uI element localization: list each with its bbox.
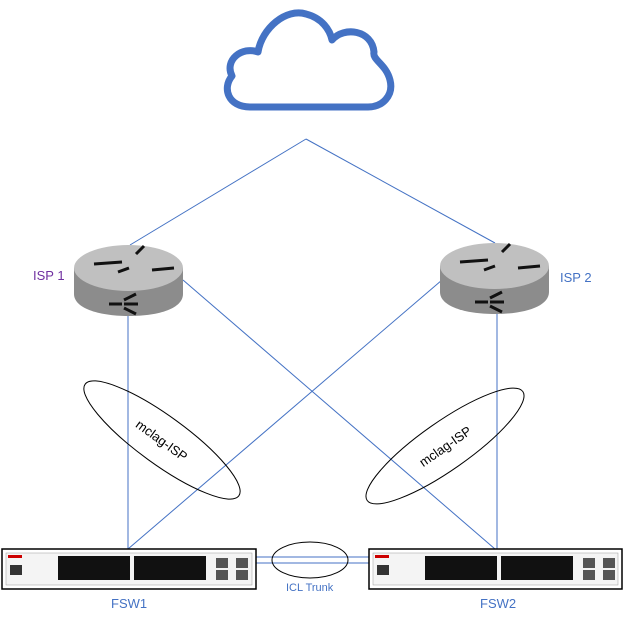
link-isp2-fsw1 <box>127 279 443 550</box>
isp1-label: ISP 1 <box>33 268 65 283</box>
link-cloud-isp1 <box>129 138 307 246</box>
isp2-label: ISP 2 <box>560 270 592 285</box>
icl-trunk-label: ICL Trunk <box>286 582 334 594</box>
mclag-right-ellipse <box>365 387 525 505</box>
links <box>127 138 498 564</box>
link-cloud-isp2 <box>305 138 496 244</box>
switch-icon <box>1 548 257 590</box>
fsw1-label: FSW1 <box>111 596 148 611</box>
mclag-left-ellipse <box>83 380 241 500</box>
mclag-right-label: mclag-ISP <box>416 423 474 470</box>
fsw2-label: FSW2 <box>480 596 517 611</box>
router-icon <box>74 244 183 316</box>
icl-ellipse <box>271 541 349 579</box>
switch-icon <box>368 548 623 590</box>
link-isp1-fsw2 <box>182 279 496 550</box>
cloud-icon <box>224 9 395 111</box>
mclag-left-label: mclag-ISP <box>133 417 190 464</box>
router-icon <box>440 242 549 314</box>
